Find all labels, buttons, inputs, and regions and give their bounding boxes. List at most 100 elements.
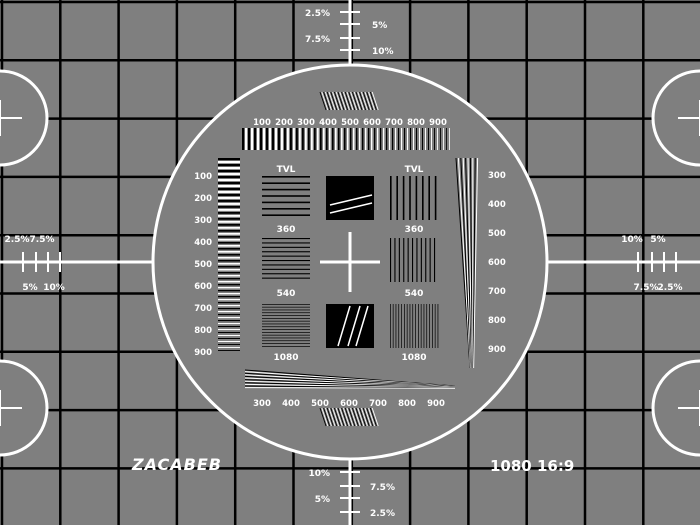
moire-patch — [351, 91, 359, 111]
tvl-line — [262, 260, 310, 262]
sweep-bar-top — [425, 128, 426, 150]
scale-right-label: 800 — [488, 316, 506, 326]
moire-patch — [344, 91, 352, 111]
moire-patch — [344, 407, 352, 427]
tvl-value: 360 — [405, 225, 424, 235]
tvl-line — [412, 238, 414, 282]
tvl-line — [262, 251, 310, 253]
tvl-line — [262, 343, 310, 344]
sweep-bar-left — [218, 332, 240, 334]
moire-patch — [346, 91, 354, 111]
sweep-bar-left — [218, 317, 240, 319]
wedge-bottom — [244, 387, 456, 389]
sweep-bar-top — [389, 128, 391, 150]
moire-patch — [360, 407, 368, 427]
scale-bottom-label: 700 — [369, 399, 387, 409]
tvl-line — [262, 326, 310, 328]
sweep-bar-left — [218, 260, 240, 262]
tvl-line — [434, 176, 437, 220]
moire-patch — [337, 91, 345, 111]
tvl-line — [262, 255, 310, 257]
tvl-line — [262, 195, 310, 197]
sweep-bar-top — [341, 128, 343, 150]
moire-patch — [324, 407, 332, 427]
sweep-bar-top — [413, 128, 415, 150]
moire-patch — [353, 91, 361, 111]
tvl-line — [262, 246, 310, 248]
scale-left-label: 500 — [194, 260, 212, 270]
tvl-line — [432, 304, 433, 348]
sweep-bar-top — [392, 128, 394, 150]
tvl-line — [437, 304, 439, 348]
scale-top-label: 200 — [275, 118, 293, 128]
tvl-line — [262, 309, 310, 311]
sweep-bar-left — [218, 164, 240, 167]
sweep-bar-top — [251, 128, 254, 150]
sweep-bar-top — [242, 128, 245, 150]
percent-label: 10% — [372, 47, 394, 57]
sweep-bar-left — [218, 245, 240, 247]
tvl-line — [434, 238, 436, 282]
sweep-bar-top — [248, 128, 251, 150]
sweep-bar-left — [218, 185, 240, 188]
tvl-line — [409, 304, 411, 348]
tvl-line — [262, 208, 310, 210]
sweep-bar-left — [218, 350, 240, 351]
moire-patch — [357, 407, 365, 427]
tvl-line — [262, 340, 310, 342]
sweep-bar-left — [218, 314, 240, 316]
tvl-line — [262, 268, 310, 270]
sweep-bar-top — [365, 128, 367, 150]
scale-left-label: 900 — [194, 348, 212, 358]
sweep-bar-top — [404, 128, 406, 150]
sweep-bar-left — [218, 209, 240, 211]
sweep-bar-left — [218, 308, 240, 310]
moire-patch — [326, 91, 334, 111]
moire-patch — [350, 91, 358, 111]
tvl-line — [395, 304, 397, 348]
moire-patch — [342, 91, 350, 111]
sweep-bar-left — [218, 347, 240, 348]
tvl-line — [434, 304, 436, 348]
moire-patch — [335, 407, 343, 427]
percent-label: 7.5% — [634, 283, 659, 293]
sweep-bar-top — [263, 128, 266, 150]
moire-patch — [355, 91, 363, 111]
sweep-bar-top — [428, 128, 429, 150]
wedge-right — [465, 157, 473, 369]
corner-circle — [651, 359, 700, 457]
sweep-bar-left — [218, 191, 240, 193]
scale-right-label: 500 — [488, 229, 506, 239]
tvl-line — [423, 304, 425, 348]
moire-patch — [328, 91, 336, 111]
sweep-bar-top — [431, 128, 432, 150]
sweep-bar-left — [218, 272, 240, 274]
sweep-bar-top — [359, 128, 361, 150]
moire-patch — [321, 407, 329, 427]
corner-circle — [651, 69, 700, 167]
sweep-bar-top — [290, 128, 292, 150]
sweep-bar-left — [218, 281, 240, 283]
corner-circles — [0, 69, 700, 457]
sweep-bar-top — [383, 128, 385, 150]
sweep-bar-top — [395, 128, 397, 150]
moire-patch — [366, 91, 374, 111]
moire-patch — [360, 91, 368, 111]
sweep-bar-top — [449, 128, 450, 150]
tvl-line — [262, 242, 310, 244]
sweep-bar-left — [218, 311, 240, 313]
moire-patch — [326, 407, 334, 427]
sweep-bar-left — [218, 233, 240, 235]
moire-patch — [348, 407, 356, 427]
diag-line — [329, 194, 373, 206]
tvl-line — [404, 304, 405, 348]
scale-left-label: 100 — [194, 172, 212, 182]
sweep-bar-top — [296, 128, 298, 150]
scale-left-label: 300 — [194, 216, 212, 226]
moire-patch — [333, 91, 341, 111]
scale-top-label: 800 — [407, 118, 425, 128]
sweep-bar-left — [218, 206, 240, 208]
tvl-line — [428, 176, 430, 220]
tvl-value: 1080 — [401, 353, 426, 363]
